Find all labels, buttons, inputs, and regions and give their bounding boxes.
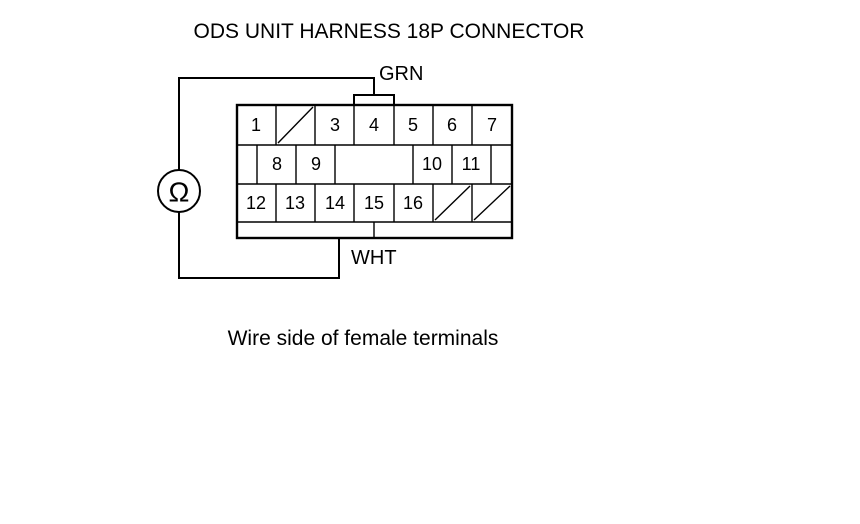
- blocked-cavity: [473, 185, 511, 221]
- terminal-14: 14: [325, 193, 345, 213]
- ohmmeter-icon: Ω: [157, 169, 201, 213]
- terminal-4: 4: [369, 115, 379, 135]
- terminal-11: 11: [462, 154, 481, 174]
- connector-18p: 1 3 4 5 6 7 8 9 10 11 12 13 14 15 16: [235, 94, 514, 240]
- wire-label-grn: GRN: [379, 63, 423, 85]
- terminal-10: 10: [422, 154, 442, 174]
- terminal-8: 8: [272, 154, 282, 174]
- terminal-3: 3: [330, 115, 340, 135]
- terminal-5: 5: [408, 115, 418, 135]
- terminal-12: 12: [246, 193, 266, 213]
- wire-label-wht: WHT: [351, 247, 397, 269]
- diagram-title: ODS UNIT HARNESS 18P CONNECTOR: [194, 20, 585, 43]
- terminal-9: 9: [311, 154, 321, 174]
- terminal-13: 13: [285, 193, 305, 213]
- connector-frame: [235, 103, 514, 240]
- terminal-6: 6: [447, 115, 457, 135]
- terminal-15: 15: [364, 193, 384, 213]
- terminal-16: 16: [403, 193, 423, 213]
- terminal-1: 1: [251, 115, 261, 135]
- blocked-cavity: [277, 106, 314, 144]
- terminal-7: 7: [487, 115, 497, 135]
- blocked-cavity: [434, 185, 471, 221]
- diagram-caption: Wire side of female terminals: [228, 327, 499, 350]
- ohm-symbol: Ω: [169, 177, 190, 208]
- ohmmeter-wiring: [178, 77, 375, 279]
